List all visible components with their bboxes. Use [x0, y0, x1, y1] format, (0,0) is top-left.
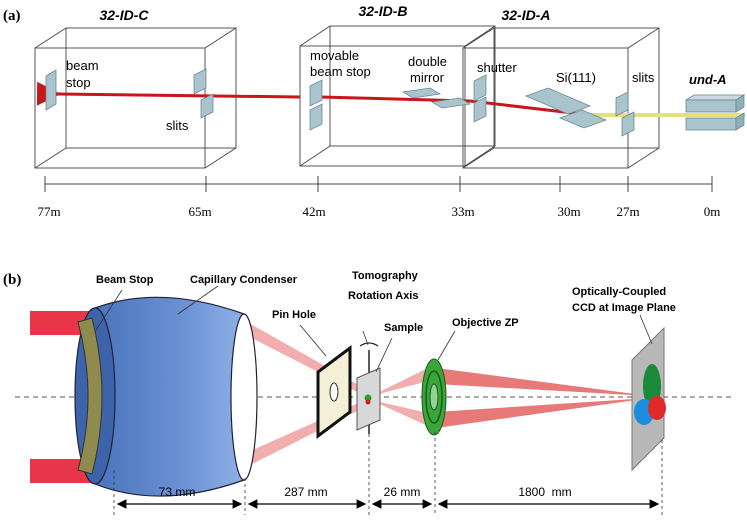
- slits-c-label: slits: [166, 118, 189, 133]
- dimension-287mm: 287 mm: [284, 485, 327, 499]
- beam-stop-c-label-2: stop: [66, 75, 91, 90]
- distance-tick-77m: 77m: [37, 204, 60, 219]
- ccd-label-2: CCD at Image Plane: [572, 302, 676, 314]
- distance-scale: [44, 176, 713, 192]
- dimension-73mm: 73 mm: [159, 485, 196, 499]
- dimension-1800mm: 1800 mm: [518, 485, 571, 499]
- panel-b: (b): [3, 270, 732, 515]
- sample-stage-icon: [356, 342, 381, 434]
- undulator-label: und-A: [689, 72, 727, 87]
- movable-beam-stop-icon: [309, 79, 323, 131]
- shutter-icon: [473, 74, 487, 123]
- zp-beam-upper: [371, 366, 432, 396]
- panel-a: (a) 32-ID-C 32-ID-B 32-ID-A: [3, 3, 746, 219]
- beam-stop-c-icon: [45, 69, 57, 111]
- double-mirror-label-2: mirror: [410, 70, 445, 85]
- sample-label: Sample: [384, 322, 423, 334]
- movable-beam-stop-label-1: movable: [310, 48, 359, 63]
- double-mirror-label-1: double: [408, 54, 447, 69]
- objective-zone-plate-icon: [421, 358, 447, 436]
- distance-tick-42m: 42m: [302, 204, 325, 219]
- distance-tick-27m: 27m: [616, 204, 639, 219]
- tomography-label-2: Rotation Axis: [348, 290, 419, 302]
- image-beam-upper: [436, 368, 650, 396]
- capillary-condenser-label: Capillary Condenser: [190, 274, 298, 286]
- distance-tick-65m: 65m: [188, 204, 211, 219]
- hutch-title-c: 32-ID-C: [99, 7, 149, 23]
- undulator-icon: [684, 94, 746, 131]
- beam-stop-c-label-1: beam: [66, 58, 99, 73]
- double-mirror-icon: [401, 87, 472, 109]
- pin-hole-icon: [316, 345, 352, 439]
- beam-stop-label: Beam Stop: [96, 274, 154, 286]
- zp-beam-lower: [371, 400, 432, 428]
- distance-tick-30m: 30m: [557, 204, 580, 219]
- dimension-26mm: 26 mm: [384, 485, 421, 499]
- ccd-label-1: Optically-Coupled: [572, 286, 666, 298]
- panel-b-label: (b): [3, 272, 21, 288]
- slits-c-icon: [193, 68, 214, 119]
- movable-beam-stop-label-2: beam stop: [310, 64, 371, 79]
- dimension-guides: [113, 432, 663, 515]
- objective-zp-label: Objective ZP: [452, 317, 519, 329]
- image-beam-lower: [436, 398, 650, 428]
- slits-a-label: slits: [632, 70, 655, 85]
- ccd-detector-icon: [631, 326, 666, 472]
- beam-stop-icon: [77, 317, 103, 475]
- monochromator-si111-icon: [524, 87, 608, 129]
- distance-tick-33m: 33m: [451, 204, 474, 219]
- hutch-title-a: 32-ID-A: [501, 7, 550, 23]
- hutch-title-b: 32-ID-B: [358, 3, 407, 19]
- distance-tick-0m: 0m: [704, 204, 721, 219]
- pin-hole-label: Pin Hole: [272, 309, 316, 321]
- hutch-b-box: [299, 25, 496, 167]
- panel-a-label: (a): [3, 8, 21, 24]
- monochromator-label: Si(111): [556, 70, 596, 85]
- callout-lines: [95, 285, 653, 373]
- tomography-label-1: Tomography: [352, 270, 419, 282]
- slits-a-icon: [615, 91, 635, 137]
- shutter-label: shutter: [477, 60, 517, 75]
- main-beam-arrow: [36, 81, 301, 106]
